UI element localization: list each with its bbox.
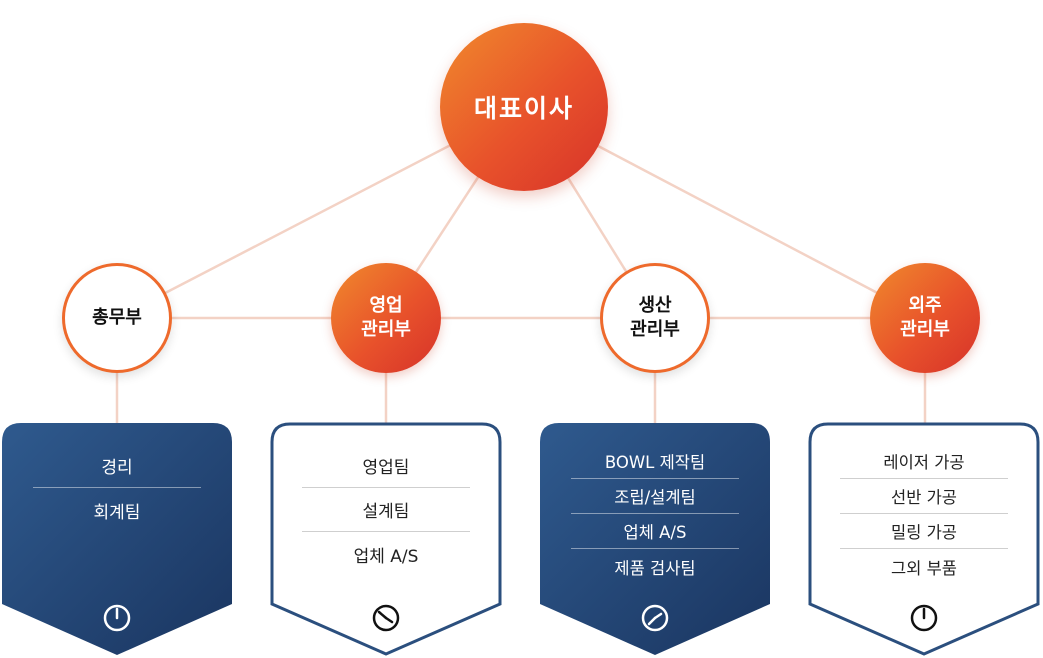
- ceo-label: 대표이사: [473, 94, 574, 123]
- dept-label-line1: 외주: [908, 295, 942, 316]
- dept-label-line2: 관리부: [361, 319, 411, 340]
- team-item: 밀링 가공: [840, 514, 1008, 549]
- clock-icon: [372, 604, 400, 632]
- power-icon: [103, 604, 131, 632]
- team-box-production-management: BOWL 제작팀 조립/설계팀 업체 A/S 제품 검사팀: [539, 422, 771, 656]
- dept-outsourcing-management: 외주 관리부: [870, 263, 980, 373]
- dept-sales-management: 영업 관리부: [331, 263, 441, 373]
- team-item: 선반 가공: [840, 479, 1008, 514]
- clock-icon: [641, 604, 669, 632]
- team-item: 조립/설계팀: [571, 479, 739, 514]
- ceo-node: 대표이사: [440, 23, 608, 191]
- team-item: 업체 A/S: [353, 546, 419, 567]
- team-box-outsourcing-management: 레이저 가공 선반 가공 밀링 가공 그외 부품: [808, 422, 1040, 656]
- team-item: 그외 부품: [891, 558, 957, 578]
- dept-label: 총무부: [92, 307, 142, 328]
- dept-general-affairs: 총무부: [62, 263, 172, 373]
- team-item: 설계팀: [302, 488, 470, 532]
- team-item: 업체 A/S: [571, 514, 739, 549]
- team-item: 영업팀: [302, 444, 470, 488]
- dept-label-line2: 관리부: [630, 319, 680, 340]
- dept-label-line1: 생산: [638, 295, 672, 316]
- team-item: 회계팀: [93, 502, 141, 523]
- dept-label-line2: 관리부: [900, 319, 950, 340]
- team-box-general-affairs: 경리 회계팀: [1, 422, 233, 656]
- team-item: 경리: [33, 444, 201, 488]
- team-item: 제품 검사팀: [614, 558, 696, 578]
- dept-production-management: 생산 관리부: [600, 263, 710, 373]
- team-item: 레이저 가공: [840, 444, 1008, 479]
- team-box-sales-management: 영업팀 설계팀 업체 A/S: [270, 422, 502, 656]
- power-icon: [910, 604, 938, 632]
- dept-label-line1: 영업: [369, 295, 403, 316]
- team-item: BOWL 제작팀: [571, 444, 739, 479]
